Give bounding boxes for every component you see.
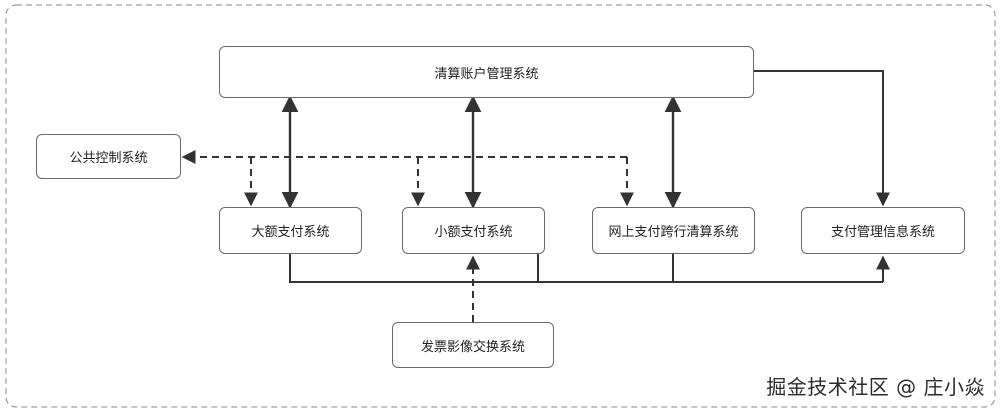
node-label: 小额支付系统 bbox=[434, 225, 513, 240]
link-clearing-to-info bbox=[754, 70, 890, 207]
link-large-bus bbox=[289, 254, 883, 283]
node-label: 支付管理信息系统 bbox=[830, 225, 935, 240]
node-label: 大额支付系统 bbox=[251, 225, 330, 240]
node-clearing-account: 清算账户管理系统 bbox=[219, 46, 754, 98]
watermark-text: 掘金技术社区 @ 庄小焱 bbox=[766, 375, 985, 399]
node-label: 公共控制系统 bbox=[69, 151, 148, 166]
node-payment-mgmt-info: 支付管理信息系统 bbox=[801, 207, 965, 254]
node-public-control: 公共控制系统 bbox=[36, 134, 181, 179]
node-small-payment: 小额支付系统 bbox=[402, 207, 545, 254]
node-label: 清算账户管理系统 bbox=[434, 66, 539, 82]
node-label: 网上支付跨行清算系统 bbox=[608, 225, 739, 240]
node-label: 发票影像交换系统 bbox=[420, 339, 525, 355]
outer-dashed-frame bbox=[5, 4, 996, 408]
node-large-payment: 大额支付系统 bbox=[219, 207, 362, 254]
node-online-crossbank: 网上支付跨行清算系统 bbox=[592, 207, 755, 254]
node-cheque-image: 发票影像交换系统 bbox=[392, 322, 554, 368]
